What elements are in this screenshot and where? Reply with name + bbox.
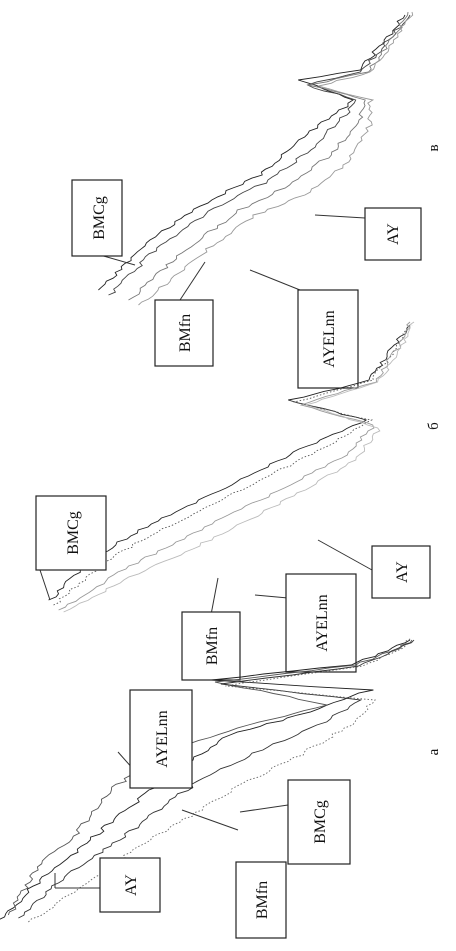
leader-b-ay: [317, 539, 373, 571]
leader-v-ayelnn: [249, 269, 301, 291]
series-line-v-bmcg: [98, 14, 406, 291]
panel-b: BMCg BMfn AYELnn AY б: [35, 321, 442, 681]
leader-v-bmfn: [179, 261, 206, 301]
legend-label-v-ayelnn: AYELnn: [321, 310, 338, 367]
panel-v: BMCg BMfn AYELnn AY в: [71, 11, 442, 389]
legend-box-a-bmfn: BMfn: [235, 861, 287, 939]
leader-b-ayelnn: [254, 594, 289, 599]
legend-label-b-ayelnn: AYELnn: [314, 594, 331, 651]
series-line-a-ayelnn: [7, 639, 413, 916]
series-line-a-bmcg: [18, 639, 415, 919]
legend-box-v-bmfn: BMfn: [154, 299, 214, 367]
legend-label-v-bmcg: BMCg: [91, 196, 108, 240]
series-line-v-ay: [138, 11, 414, 306]
panel-label-v: в: [426, 144, 442, 151]
panel-a: AY BMfn BMCg AYELnn а: [0, 637, 442, 939]
legend-label-a-bmcg: BMCg: [312, 800, 329, 844]
legend-box-v-ay: AY: [364, 207, 422, 261]
legend-label-a-ayelnn: AYELnn: [154, 710, 171, 767]
legend-box-b-bmcg: BMCg: [35, 495, 107, 571]
series-line-v-bmfn: [108, 14, 411, 296]
legend-box-v-bmcg: BMCg: [71, 179, 123, 257]
leader-v-ay: [314, 214, 366, 219]
legend-label-a-ay: AY: [123, 874, 140, 896]
leader-b-bmcg: [39, 569, 51, 601]
series-line-b-bmfn: [53, 324, 413, 606]
legend-box-b-ayelnn: AYELnn: [285, 573, 357, 673]
legend-box-v-ayelnn: AYELnn: [297, 289, 359, 389]
panel-label-b: б: [426, 422, 442, 430]
legend-box-a-ayelnn: AYELnn: [129, 689, 193, 789]
legend-label-v-ay: AY: [385, 223, 402, 245]
legend-box-b-ay: AY: [371, 545, 431, 599]
series-line-b-ay: [63, 321, 415, 613]
leader-a-bmfn: [181, 809, 239, 831]
panel-v-curves: [98, 11, 414, 306]
legend-label-v-bmfn: BMfn: [177, 314, 194, 352]
legend-box-a-bmcg: BMCg: [287, 779, 351, 865]
legend-box-a-ay: AY: [99, 857, 161, 913]
legend-label-b-bmcg: BMCg: [65, 511, 82, 555]
leader-v-bmcg: [99, 254, 136, 266]
legend-label-b-ay: AY: [394, 561, 411, 583]
legend-label-a-bmfn: BMfn: [254, 881, 271, 919]
series-line-b-ayelnn: [58, 321, 411, 611]
leader-a-bmcg: [239, 804, 289, 813]
panel-label-a: а: [426, 748, 442, 755]
legend-label-b-bmfn: BMfn: [204, 627, 221, 665]
legend-box-b-bmfn: BMfn: [181, 611, 241, 681]
